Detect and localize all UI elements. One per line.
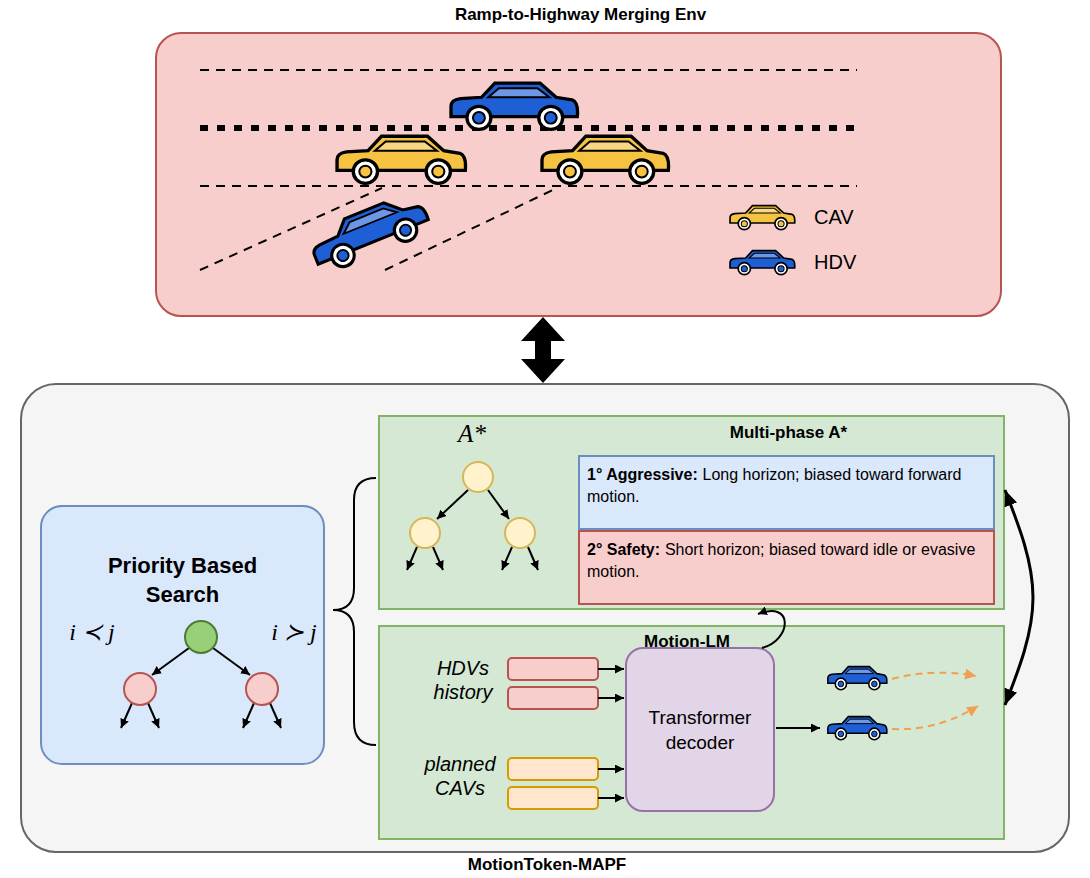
decoder-box: Transformer decoder [625, 647, 775, 812]
algorithm-symbol: A* [448, 419, 496, 449]
legend-swatch-frame [728, 203, 796, 231]
legend-label: HDV [814, 251, 856, 274]
diagram-heading: Ramp-to-Highway Merging Env [157, 5, 1004, 25]
input-label: HDVs history [418, 656, 508, 704]
priority-relation: i ≺ j [56, 618, 128, 647]
phase-name: 2° Safety: [587, 541, 660, 558]
box-title: Priority Based Search [80, 552, 285, 609]
legend-item: HDV [728, 248, 856, 276]
phase-description: 2° Safety:Short horizon; biased toward i… [587, 539, 989, 582]
phase-box: 2° Safety:Short horizon; biased toward i… [578, 530, 995, 605]
planner-box: 1° Aggressive:Long horizon; biased towar… [378, 415, 1005, 610]
legend-label: CAV [814, 206, 854, 229]
legend-swatch [730, 206, 795, 230]
box-label: Transformer decoder [627, 706, 773, 755]
framework-name: MotionToken-MAPF [22, 855, 1072, 875]
phase-description: 1° Aggressive:Long horizon; biased towar… [587, 464, 989, 507]
block-arrow [521, 317, 565, 383]
box-title: Motion-LM [577, 632, 797, 652]
box-title: Multi-phase A* [580, 423, 997, 443]
legend-swatch-frame [728, 248, 796, 276]
phase-name: 1° Aggressive: [587, 466, 698, 483]
framework-box: Priority Based Search 1° Aggressive:Long … [20, 383, 1070, 853]
legend-swatch [730, 251, 795, 275]
input-label: planned CAVs [412, 752, 508, 800]
environment-box: Ramp-to-Highway Merging Env [155, 32, 1002, 317]
legend-item: CAV [728, 203, 854, 231]
phase-box: 1° Aggressive:Long horizon; biased towar… [578, 455, 995, 530]
priority-relation: i ≻ j [258, 618, 330, 647]
